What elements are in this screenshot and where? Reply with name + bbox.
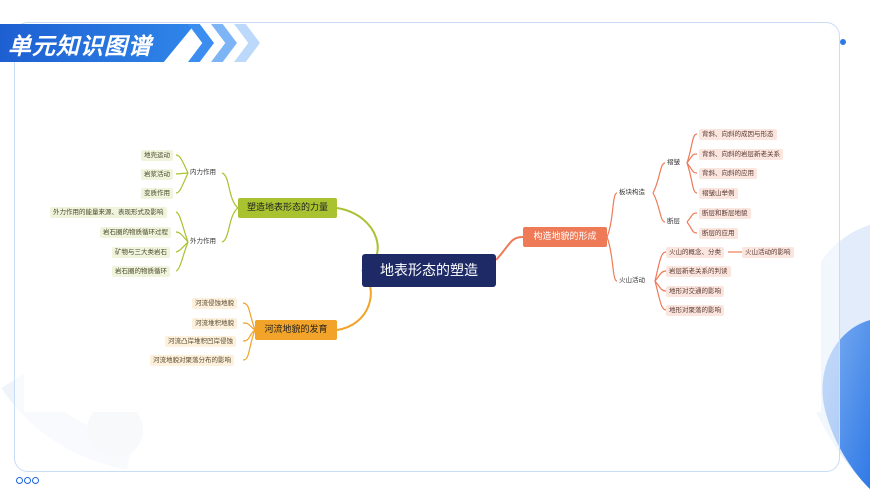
node-item: 岩浆活动 bbox=[141, 169, 173, 180]
node-item: 河流侵蚀地貌 bbox=[192, 298, 237, 309]
node-volcano: 火山活动 bbox=[619, 276, 645, 284]
node-item: 背斜、向斜的成因与形态 bbox=[699, 129, 777, 140]
node-item: 岩石圈的物质循环过程 bbox=[100, 227, 171, 238]
node-item: 岩层新老关系的判读 bbox=[666, 266, 731, 277]
page-title: 单元知识图谱 bbox=[8, 34, 152, 60]
node-item: 火山活动的影响 bbox=[742, 247, 794, 258]
node-item: 背斜、向斜的岩层新老关系 bbox=[699, 149, 783, 160]
circle-icon bbox=[32, 477, 39, 484]
node-item: 火山的概念、分类 bbox=[666, 247, 724, 258]
node-item: 地形对聚落的影响 bbox=[666, 305, 724, 316]
circle-icon bbox=[16, 477, 23, 484]
node-item: 河流地貌对聚落分布的影响 bbox=[150, 355, 234, 366]
node-item: 岩石圈的物质循环 bbox=[112, 266, 170, 277]
mindmap-central-node: 地表形态的塑造 bbox=[362, 254, 496, 287]
node-river: 河流地貌的发育 bbox=[255, 320, 337, 340]
node-item: 地形对交通的影响 bbox=[666, 286, 724, 297]
node-item: 断层的应用 bbox=[699, 228, 738, 239]
node-fault: 断层 bbox=[667, 217, 680, 225]
node-plate-tectonics: 板块构造 bbox=[619, 188, 645, 196]
node-item: 褶皱山举例 bbox=[699, 188, 738, 199]
decorative-dots bbox=[16, 469, 40, 488]
node-internal-force: 内力作用 bbox=[190, 168, 216, 176]
node-fold: 褶皱 bbox=[667, 158, 680, 166]
node-tectonic: 构造地貌的形成 bbox=[523, 227, 607, 247]
node-item: 外力作用的能量来源、表现形式及影响 bbox=[50, 207, 167, 218]
node-item: 矿物与三大类岩石 bbox=[112, 247, 170, 258]
node-force: 塑造地表形态的力量 bbox=[238, 198, 337, 218]
node-item: 断层和断层地貌 bbox=[699, 208, 751, 219]
node-item: 地壳运动 bbox=[141, 150, 173, 161]
node-item: 河流堆积地貌 bbox=[192, 318, 237, 329]
node-item: 背斜、向斜的应用 bbox=[699, 168, 757, 179]
circle-icon bbox=[24, 477, 31, 484]
title-banner bbox=[0, 24, 195, 62]
node-item: 河流凸岸堆积凹岸侵蚀 bbox=[165, 336, 236, 347]
node-external-force: 外力作用 bbox=[190, 237, 216, 245]
node-item: 变质作用 bbox=[141, 188, 173, 199]
